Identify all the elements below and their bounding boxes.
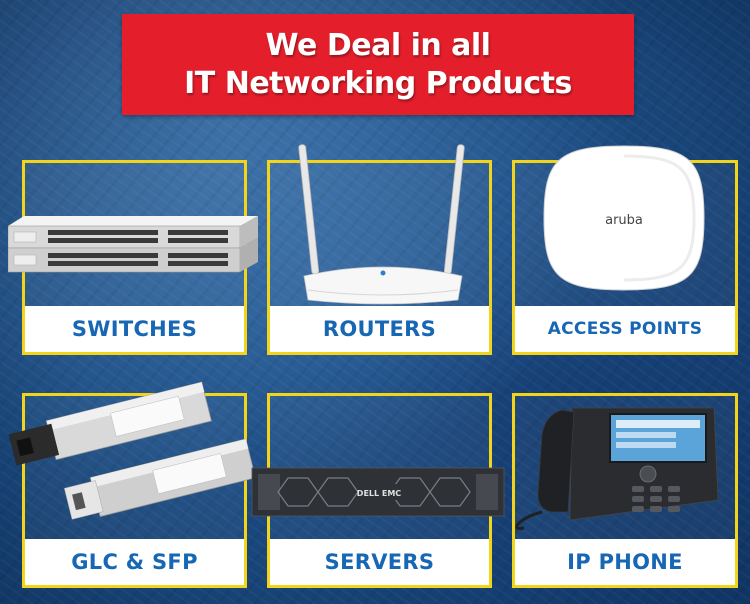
product-label: SERVERS — [270, 539, 489, 585]
network-switch-icon — [8, 216, 258, 273]
title-banner: We Deal in all IT Networking Products — [122, 14, 634, 115]
product-label: IP PHONE — [515, 539, 735, 585]
title-line-2: IT Networking Products — [184, 65, 572, 101]
brand-label: aruba — [605, 213, 643, 228]
access-point-icon: aruba — [543, 145, 705, 291]
title-line-1: We Deal in all — [265, 27, 491, 63]
product-label: ACCESS POINTS — [515, 306, 735, 352]
sfp-module-icon — [8, 381, 256, 520]
product-label: SWITCHES — [25, 306, 244, 352]
product-label: ROUTERS — [270, 306, 489, 352]
brand-label: DELL EMC — [357, 489, 402, 498]
product-label: GLC & SFP — [25, 539, 244, 585]
wifi-router-icon — [298, 144, 465, 305]
ip-phone-icon — [515, 407, 719, 530]
rack-server-icon: DELL EMC — [251, 467, 505, 517]
